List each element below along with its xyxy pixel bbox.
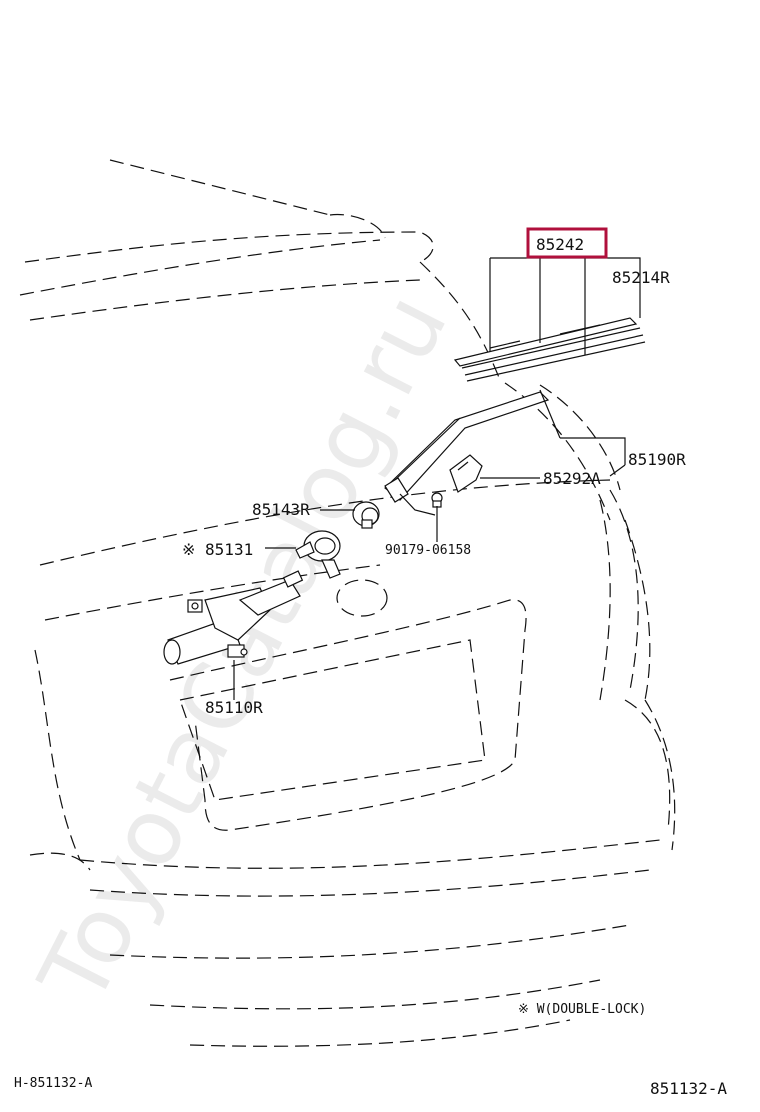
small-nut	[431, 492, 443, 508]
label-85131[interactable]: ※ 85131	[182, 540, 253, 559]
label-85190r[interactable]: 85190R	[628, 450, 686, 469]
legend-note: ※ W(DOUBLE-LOCK)	[518, 1002, 646, 1017]
wiper-arm	[384, 391, 550, 503]
footer-left-code: H-851132-A	[14, 1076, 92, 1091]
label-85143r[interactable]: 85143R	[252, 500, 310, 519]
highlight-box	[526, 227, 608, 259]
label-85214r[interactable]: 85214R	[612, 268, 670, 287]
label-90179-06158[interactable]: 90179-06158	[385, 543, 471, 558]
footer-right-code: 851132-A	[650, 1079, 727, 1098]
arm-cap	[449, 454, 483, 493]
label-85110r[interactable]: 85110R	[205, 698, 263, 717]
wiper-motor	[163, 570, 304, 665]
pivot-nut	[352, 501, 380, 529]
vehicle-outline	[19, 159, 676, 1047]
label-85292a[interactable]: 85292A	[543, 469, 601, 488]
wiper-blade	[453, 317, 646, 382]
grommet	[295, 530, 341, 579]
washer-nozzle-outline	[336, 579, 388, 617]
label-85242[interactable]: 85242	[536, 235, 584, 254]
